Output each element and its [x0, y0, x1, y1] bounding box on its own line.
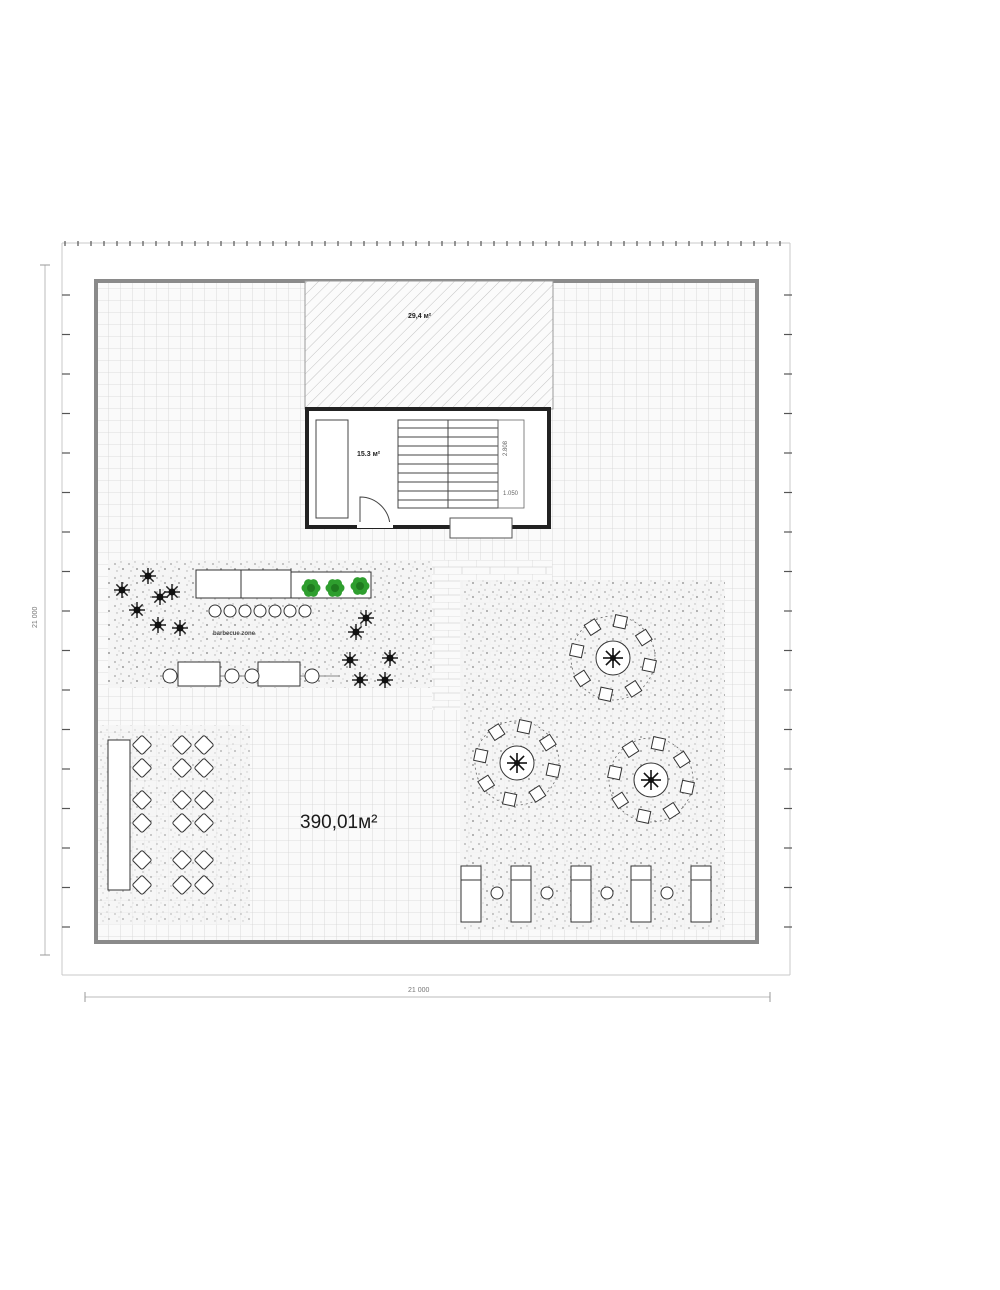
round-tables	[473, 614, 695, 824]
stair-area-label: 15.3 м²	[357, 451, 381, 458]
roof-exit-area	[304, 280, 554, 410]
bench-seating	[107, 739, 131, 891]
stair-dimension-width: 1.050	[503, 491, 519, 497]
bbq-stools	[208, 604, 312, 618]
dimension-frame	[40, 241, 792, 1002]
seat-grid	[132, 735, 214, 895]
bbq-counter	[195, 569, 372, 599]
total-area-label: 390,01м²	[300, 812, 378, 833]
stair-dimension-height: 2.808	[503, 440, 509, 456]
bbq-zone-label: barbecue zone	[213, 631, 256, 637]
dark-plants	[114, 568, 398, 688]
stair-block	[305, 407, 551, 539]
bbq-loungers	[160, 661, 340, 687]
dimension-width-label: 21 000	[408, 987, 430, 994]
roof-exit-area-label: 29,4 м²	[408, 313, 432, 320]
dimension-height-label: 21 000	[32, 606, 39, 628]
sunbeds	[460, 865, 712, 923]
green-plants	[301, 577, 370, 597]
